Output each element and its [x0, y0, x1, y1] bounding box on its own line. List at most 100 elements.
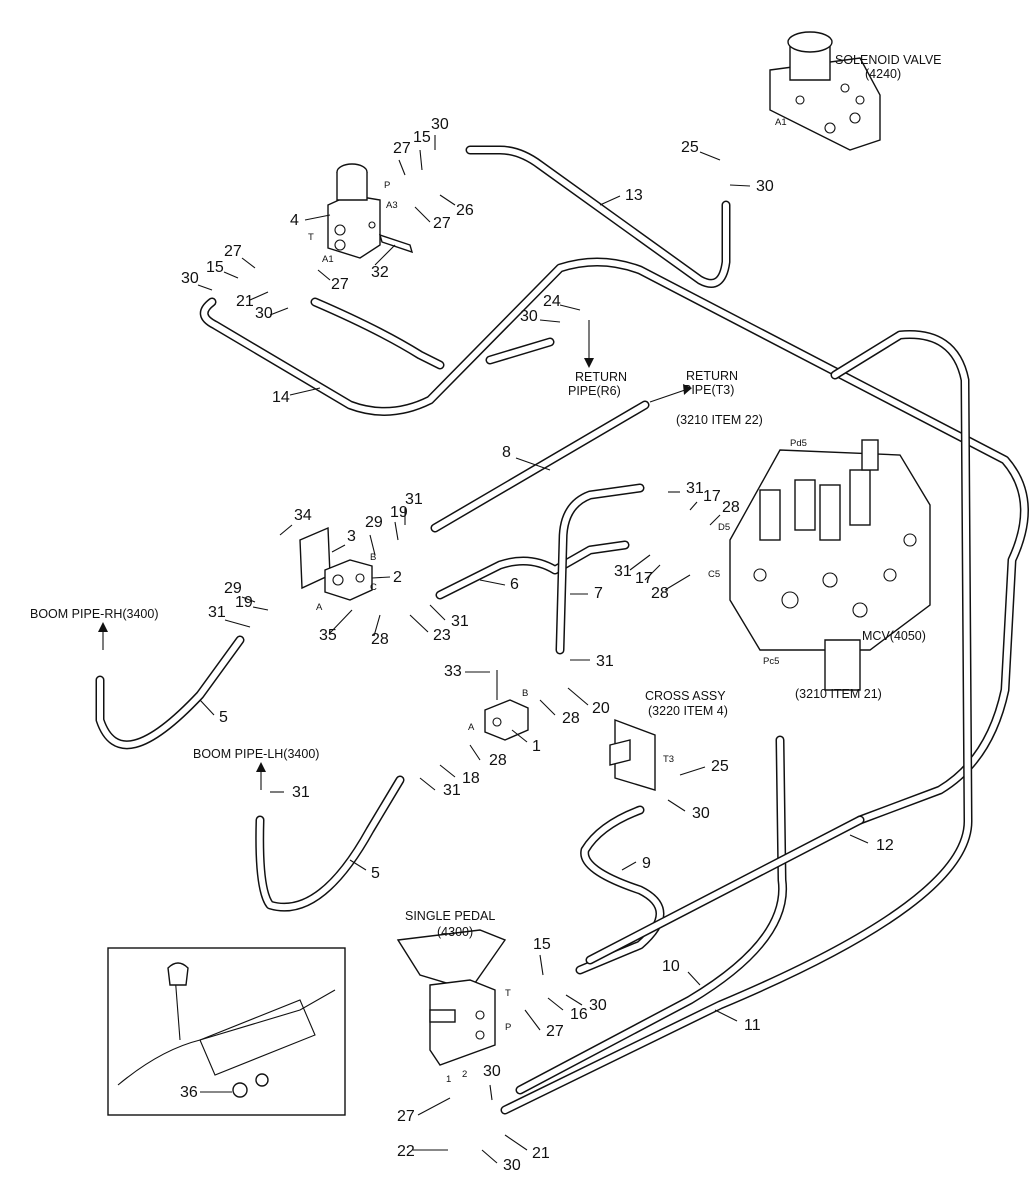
- callout-number: 31: [443, 782, 461, 799]
- callout-leader: [414, 206, 431, 223]
- callout-item-30: 30: [667, 799, 710, 822]
- callout-number: 18: [462, 770, 480, 787]
- callout-item-21: 21: [504, 1134, 550, 1162]
- callout-number: 30: [520, 308, 538, 325]
- callout-item-28: 28: [539, 699, 580, 727]
- callout-item-15: 15: [413, 129, 431, 171]
- callout-leader: [629, 554, 651, 571]
- callout-leader: [289, 387, 321, 396]
- callout-number: 30: [503, 1157, 521, 1174]
- port-c5: C5: [708, 569, 720, 580]
- callout-leader: [279, 524, 293, 536]
- callout-item-5: 5: [199, 699, 228, 726]
- callout-item-31: 31: [429, 604, 469, 630]
- callout-leader: [197, 284, 213, 291]
- port-p-pedal: P: [505, 1022, 511, 1033]
- callout-item-9: 9: [621, 855, 651, 872]
- part-number-callouts: 1234556789101112131415151516171718191920…: [180, 116, 894, 1174]
- mcv-label: MCV(4050): [862, 629, 926, 643]
- callout-item-29: 29: [224, 580, 256, 603]
- callout-item-8: 8: [502, 444, 551, 471]
- callout-number: 22: [397, 1143, 415, 1160]
- callout-leader: [687, 971, 701, 986]
- callout-number: 15: [533, 936, 551, 953]
- callout-item-13: 13: [599, 187, 643, 206]
- cab-inset: [107, 947, 346, 1116]
- hoses: [95, 145, 1029, 1115]
- callout-item-31: 31: [208, 604, 251, 628]
- callout-number: 26: [456, 202, 474, 219]
- callout-leader: [317, 269, 331, 281]
- callout-leader: [849, 834, 869, 844]
- callout-item-10: 10: [662, 958, 701, 986]
- callout-number: 3: [347, 528, 356, 545]
- hose-14-upper: [310, 297, 555, 370]
- callout-item-31: 31: [419, 777, 461, 799]
- callout-number: 17: [703, 488, 721, 505]
- callout-number: 9: [642, 855, 651, 872]
- callout-number: 29: [365, 514, 383, 531]
- callout-number: 30: [431, 116, 449, 133]
- callout-number: 28: [722, 499, 740, 516]
- callout-leader: [599, 195, 621, 206]
- single-pedal-label-1: SINGLE PEDAL: [405, 909, 495, 923]
- callout-leader: [559, 304, 581, 311]
- callout-leader: [709, 514, 721, 526]
- callout-number: 27: [433, 215, 451, 232]
- callout-leader: [374, 244, 396, 266]
- callout-item-30: 30: [481, 1149, 521, 1174]
- hose-11: [500, 330, 973, 1115]
- callout-number: 25: [711, 758, 729, 775]
- single-pedal-4300: T P 1 2 SINGLE PEDAL (4300): [396, 909, 511, 1085]
- callout-leader: [479, 579, 506, 586]
- callout-leader: [249, 291, 269, 301]
- port-b-2: B: [370, 552, 376, 563]
- callout-number: 7: [594, 585, 603, 602]
- callout-number: 21: [532, 1145, 550, 1162]
- mcv-4050: Pd5 D5 C5 Pc5 MCV(4050): [708, 438, 931, 691]
- block-item-1: B A: [468, 670, 529, 741]
- callout-leader: [714, 1009, 738, 1022]
- callout-item-21: 21: [236, 291, 269, 310]
- callout-item-24: 24: [543, 293, 581, 311]
- callout-item-31: 31: [614, 554, 651, 580]
- callout-leader: [539, 319, 561, 323]
- callout-number: 10: [662, 958, 680, 975]
- callout-leader: [394, 521, 399, 541]
- callout-number: 27: [546, 1023, 564, 1040]
- callout-leader: [524, 1009, 541, 1031]
- callout-number: 14: [272, 389, 290, 406]
- callout-item-2: 2: [371, 569, 402, 586]
- callout-leader: [429, 604, 446, 621]
- callout-number: 1: [532, 738, 541, 755]
- callout-item-30: 30: [181, 270, 213, 291]
- solenoid-valve-4240: SOLENOID VALVE (4240) A1: [769, 31, 942, 151]
- callout-leader: [489, 1084, 493, 1101]
- solenoid-valve-title-2: (4240): [865, 67, 901, 81]
- callout-item-27: 27: [397, 1097, 451, 1125]
- callout-item-32: 32: [371, 244, 396, 281]
- port-a-2: A: [316, 602, 323, 613]
- port-1-pedal: 1: [446, 1074, 451, 1085]
- callout-item-29: 29: [365, 514, 383, 556]
- callout-item-30: 30: [565, 994, 607, 1014]
- callout-leader: [252, 606, 269, 611]
- return-pipe-r6-1: RETURN: [575, 370, 627, 384]
- callout-number: 5: [371, 865, 380, 882]
- block-item-2: B C A: [299, 526, 377, 613]
- callout-number: 30: [756, 178, 774, 195]
- callout-leader: [398, 159, 406, 176]
- callout-number: 11: [744, 1017, 761, 1034]
- callout-leader: [199, 699, 215, 716]
- callout-number: 25: [681, 139, 699, 156]
- boom-pipe-lh: BOOM PIPE-LH(3400): [193, 747, 319, 761]
- callout-number: 31: [596, 653, 614, 670]
- callout-item-27: 27: [414, 206, 451, 232]
- callout-item-22: 22: [397, 1143, 448, 1160]
- callout-item-31: 31: [404, 491, 423, 525]
- callout-item-30: 30: [729, 178, 774, 195]
- callout-item-27: 27: [393, 140, 411, 176]
- callout-number: 31: [292, 784, 310, 801]
- callout-item-11: 11: [714, 1009, 761, 1034]
